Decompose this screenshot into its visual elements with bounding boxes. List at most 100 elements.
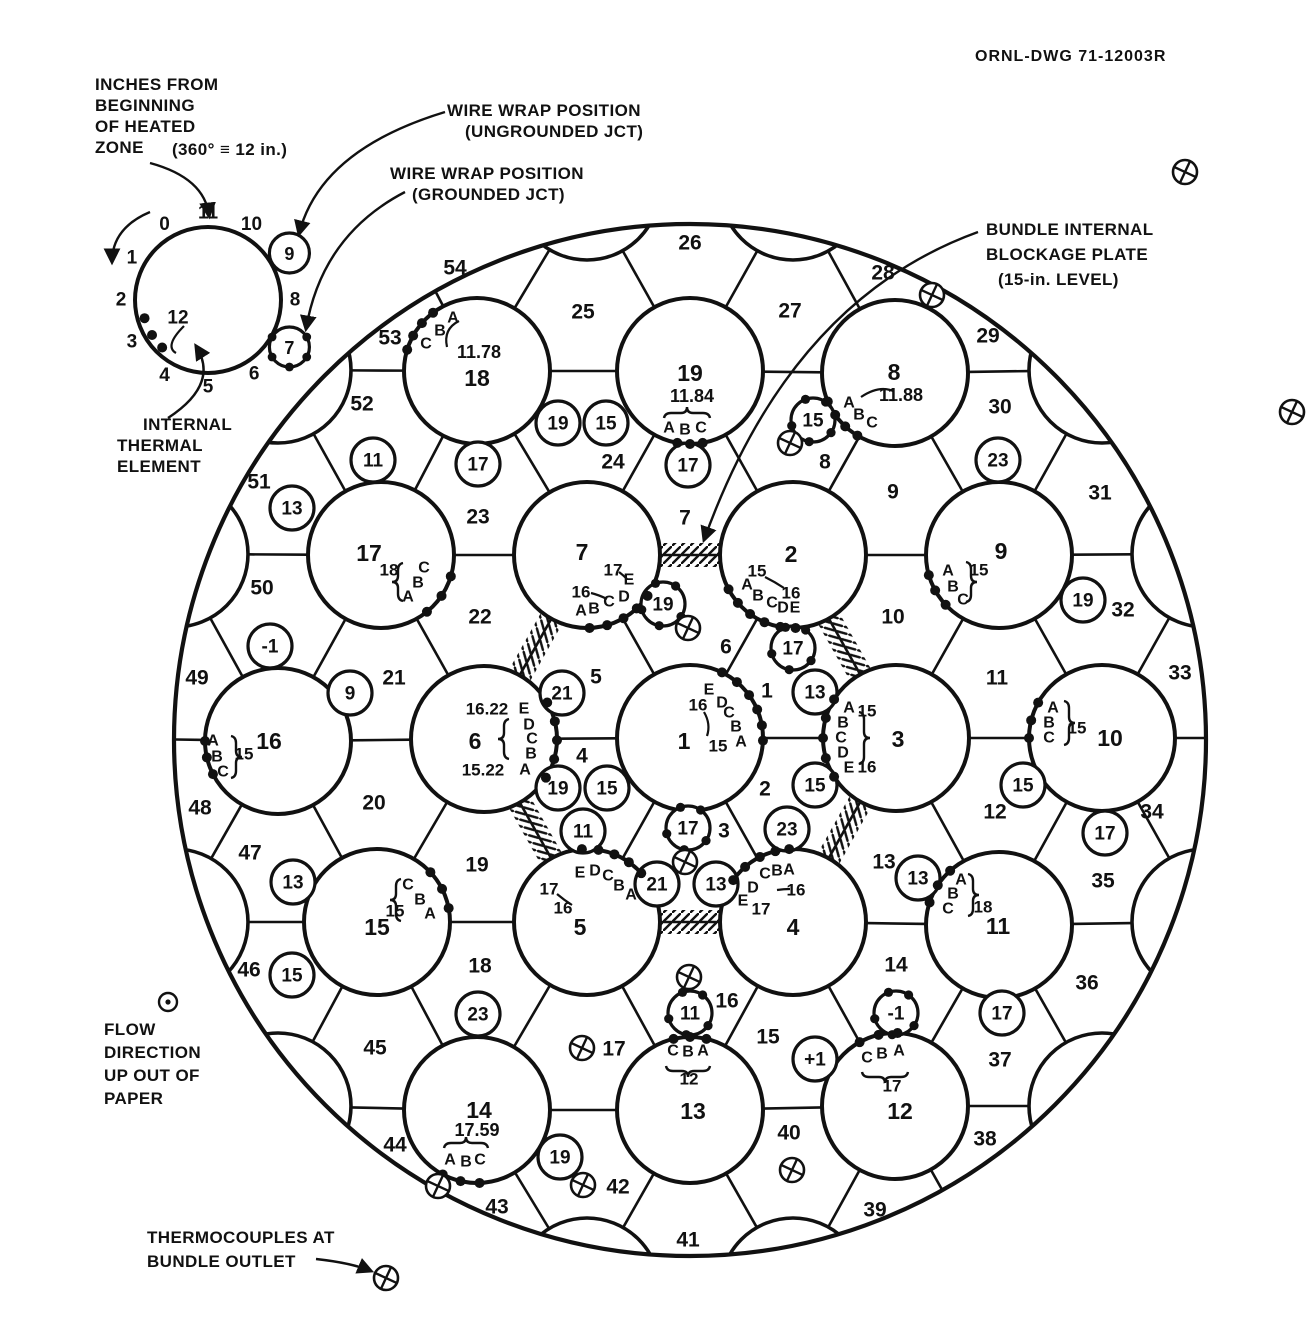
thermocouple-elevation: 11.84 bbox=[670, 386, 714, 406]
clock-number: 3 bbox=[127, 332, 138, 353]
grounded-jct-dot bbox=[767, 649, 777, 659]
thermocouple-dot bbox=[549, 716, 560, 727]
wire-wrap-number: 15 bbox=[1012, 776, 1034, 797]
rod-circle bbox=[302, 847, 452, 997]
thermocouple-letter: B bbox=[771, 863, 783, 880]
thermocouple-letter: B bbox=[679, 422, 691, 439]
thermocouple-letter: A bbox=[1047, 700, 1059, 717]
thermocouple-letter: B bbox=[947, 886, 959, 903]
thermocouple-letter: C bbox=[603, 594, 615, 611]
wire-wrap-number: 13 bbox=[804, 683, 825, 704]
wire-wrap-13: 13 bbox=[894, 854, 942, 902]
wire-wrap-number: 15 bbox=[281, 966, 303, 987]
thermocouple-dot bbox=[602, 620, 613, 631]
leader-squiggle bbox=[590, 591, 608, 600]
wire-wrap-19: 19 bbox=[534, 764, 582, 812]
rod-number: 19 bbox=[677, 360, 703, 386]
thermocouple-dot bbox=[609, 849, 620, 860]
grounded-jct-dot bbox=[302, 332, 312, 342]
wire-wrap-number: 21 bbox=[646, 875, 668, 896]
thermocouple-elevation: 15 bbox=[970, 561, 989, 580]
thermocouple-dot bbox=[873, 1029, 884, 1040]
thermocouple-letter: C bbox=[474, 1152, 486, 1169]
wall-scallop-arc bbox=[512, 1216, 662, 1255]
legend-thermal-element-value: 12 bbox=[167, 308, 188, 329]
channel-boundary-line bbox=[1136, 617, 1171, 675]
thermocouple-dot bbox=[818, 733, 828, 743]
thermocouple-letter: E bbox=[738, 893, 749, 910]
thermocouple-dot bbox=[740, 861, 751, 872]
grounded-jct-dot bbox=[806, 656, 816, 666]
rod-number: 12 bbox=[887, 1098, 913, 1124]
thermocouple-dot bbox=[672, 437, 683, 448]
channel-boundary-line bbox=[209, 803, 244, 860]
rod-number: 14 bbox=[466, 1097, 492, 1123]
thermocouple-letter: C bbox=[1043, 730, 1055, 747]
subchannel-21: 21 bbox=[382, 667, 406, 690]
wire-wrap--1: -1 bbox=[246, 622, 294, 670]
channel-boundary-line bbox=[512, 984, 552, 1048]
thermocouple-elevation: 17 bbox=[540, 880, 559, 899]
thermocouple-dot bbox=[731, 677, 742, 688]
thermocouple-elevation: 16 bbox=[787, 881, 806, 900]
thermocouple-letter: A bbox=[741, 577, 753, 594]
channel-boundary-line bbox=[865, 921, 927, 926]
outlet-thermocouple-icon bbox=[1171, 158, 1199, 186]
thermocouple-letter: C bbox=[957, 592, 969, 609]
flow-direction-icon bbox=[157, 991, 179, 1013]
subchannel-19: 19 bbox=[465, 854, 488, 877]
thermocouple-letter: A bbox=[843, 700, 855, 717]
brace bbox=[967, 872, 980, 918]
wire-wrap-13: 13 bbox=[791, 668, 839, 716]
wire-wrap-17: 17 bbox=[664, 441, 712, 489]
brace bbox=[858, 710, 871, 766]
brace bbox=[389, 877, 402, 923]
wire-wrap-15: 15 bbox=[582, 399, 630, 447]
wire-wrap-13: 13 bbox=[269, 858, 317, 906]
rod-number: 13 bbox=[680, 1098, 706, 1124]
subchannel-15: 15 bbox=[756, 1026, 780, 1049]
channel-boundary-line bbox=[620, 985, 657, 1047]
subchannel-7: 7 bbox=[679, 507, 691, 530]
thermocouple-dot bbox=[201, 752, 212, 763]
channel-boundary-line bbox=[762, 1106, 823, 1110]
wire-wrap-circle bbox=[268, 951, 316, 999]
thermocouple-dot bbox=[668, 1033, 679, 1044]
wire-wrap-23: 23 bbox=[454, 990, 502, 1038]
subchannel-6: 6 bbox=[720, 636, 732, 659]
wire-wrap-circle bbox=[791, 668, 839, 716]
channel-boundary-line bbox=[621, 250, 656, 308]
outlet-thermocouples bbox=[372, 158, 1306, 1292]
thermocouple-elevation: 17.59 bbox=[454, 1120, 499, 1140]
thermocouple-letter: B bbox=[434, 323, 446, 340]
rod-number: 8 bbox=[888, 359, 901, 385]
wire-wrap-number: 21 bbox=[551, 684, 573, 705]
wire-wrap-19: 19 bbox=[534, 399, 582, 447]
grounded-jct-dot bbox=[883, 987, 894, 997]
wire-wrap-number: 23 bbox=[467, 1005, 488, 1026]
rod-number: 6 bbox=[469, 728, 482, 754]
thermocouple-dot bbox=[443, 903, 454, 914]
wire-wrap-number: 13 bbox=[907, 869, 928, 890]
thermocouple-letter: A bbox=[663, 420, 675, 437]
wire-wrap-number: 17 bbox=[677, 456, 698, 477]
thermocouple-dot bbox=[784, 844, 795, 855]
rod-number: 10 bbox=[1097, 725, 1123, 751]
subchannel-17: 17 bbox=[602, 1038, 625, 1061]
subchannel-49: 49 bbox=[185, 667, 208, 690]
subchannel-26: 26 bbox=[678, 232, 701, 255]
outlet-thermocouple-icon bbox=[569, 1171, 597, 1199]
wire-wrap-circle bbox=[246, 622, 294, 670]
wire-wrap-number: 15 bbox=[802, 411, 824, 432]
thermocouple-letter: B bbox=[682, 1044, 694, 1061]
clock-number: 2 bbox=[116, 290, 127, 311]
grounded-jct-dot bbox=[826, 428, 836, 438]
subchannel-4: 4 bbox=[576, 745, 588, 768]
grounded-jct-dot bbox=[698, 990, 708, 1000]
wire-wrap-number: 13 bbox=[281, 499, 302, 520]
